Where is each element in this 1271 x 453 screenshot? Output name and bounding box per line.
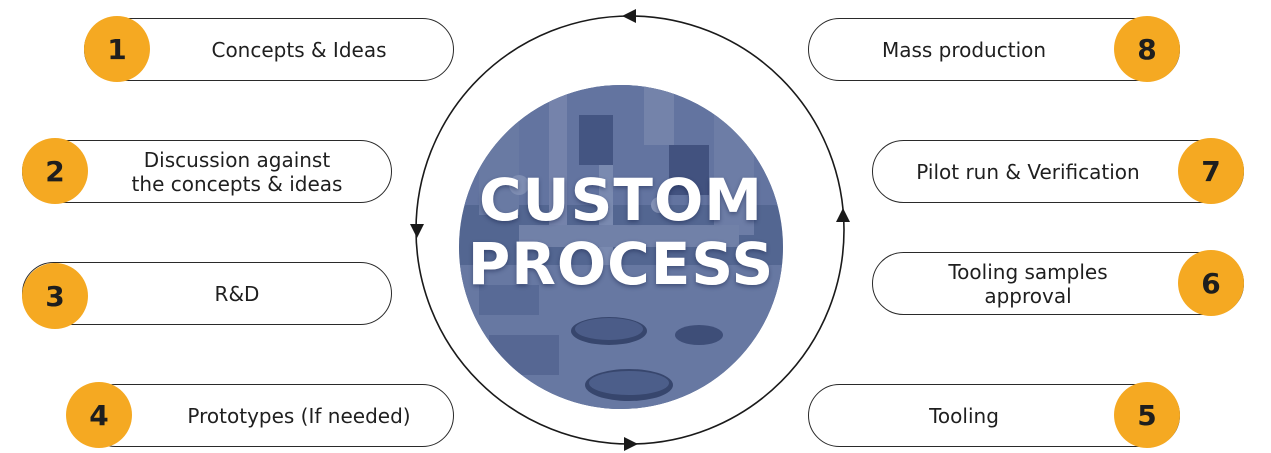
step-4-label: Prototypes (If needed) [187,403,411,428]
arrow-left-icon [410,224,424,238]
step-5-label: Tooling [929,403,999,428]
step-1-label: Concepts & Ideas [211,37,387,62]
step-6-label: Tooling samples approval [948,259,1108,308]
step-8-label: Mass production [881,37,1047,62]
arrow-right-icon [836,208,850,222]
step-6-badge: 6 [1178,250,1244,316]
arrow-top-icon [622,9,636,23]
step-2-badge: 2 [22,138,88,204]
arrow-bottom-icon [624,437,638,451]
step-8-badge: 8 [1114,16,1180,82]
step-3-badge: 3 [22,263,88,329]
step-1-badge: 1 [84,16,150,82]
step-2-pill: Discussion against the concepts & ideas [22,140,392,203]
step-5-badge: 5 [1114,382,1180,448]
step-3-label: R&D [214,281,260,306]
center-title-line2: PROCESS [467,230,775,298]
step-2-label: Discussion against the concepts & ideas [131,147,343,196]
step-4-pill: Prototypes (If needed) [84,384,454,447]
center-title: CUSTOM PROCESS [459,168,783,296]
step-4-badge: 4 [66,382,132,448]
center-title-line1: CUSTOM [478,166,764,234]
step-7-label: Pilot run & Verification [916,159,1140,184]
step-7-badge: 7 [1178,138,1244,204]
